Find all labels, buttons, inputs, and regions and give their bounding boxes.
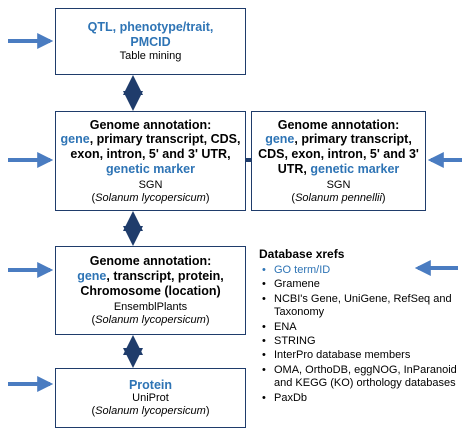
xref-item: Gramene (259, 278, 459, 292)
sgn-lycopersicum-source: SGN (138, 178, 163, 191)
ensembl-species: Solanum lycopersicum (95, 313, 206, 326)
protein-species: Solanum lycopersicum (95, 405, 206, 418)
protein-box: Protein UniProt (Solanum lycopersicum) (55, 368, 246, 428)
sgn-lycopersicum-gene: gene (60, 132, 90, 147)
qtl-title: QTL, phenotype/trait, PMCID (87, 19, 214, 49)
sgn-pennellii-species: Solanum pennellii (295, 191, 382, 204)
ensembl-title: Genome annotation: gene, transcript, pro… (60, 254, 242, 298)
ensembl-box: Genome annotation: gene, transcript, pro… (55, 246, 246, 335)
sgn-pennellii-box: Genome annotation: gene, primary transcr… (251, 111, 426, 211)
sgn-lycopersicum-marker: genetic marker (106, 161, 195, 176)
qtl-box: QTL, phenotype/trait, PMCID Table mining (55, 8, 246, 75)
sgn-pennellii-source: SGN (326, 178, 351, 191)
protein-title: Protein (128, 377, 173, 392)
ensembl-rest: , transcript, protein, Chromosome (locat… (80, 269, 224, 298)
sgn-pennellii-title: Genome annotation: gene, primary transcr… (254, 118, 424, 177)
sgn-lycopersicum-species: Solanum lycopersicum (95, 191, 206, 204)
xref-item: OMA, OrthoDB, eggNOG, InParanoid and KEG… (259, 364, 459, 391)
ensembl-prefix: Genome annotation: (89, 254, 212, 269)
qtl-subtitle: Table mining (119, 50, 182, 63)
sgn-pennellii-marker: genetic marker (310, 161, 400, 176)
sgn-pennellii-middle: , primary transcript, CDS, exon, intron,… (258, 132, 419, 176)
protein-source: UniProt (132, 392, 169, 405)
sgn-lycopersicum-box: Genome annotation: gene, primary transcr… (55, 111, 246, 211)
sgn-lycopersicum-title: Genome annotation: gene, primary transcr… (60, 118, 242, 177)
xref-item: STRING (259, 335, 459, 349)
xref-item: GO term/ID (259, 264, 459, 278)
ensembl-source: EnsemblPlants (113, 300, 188, 313)
database-xrefs-heading: Database xrefs (259, 247, 345, 261)
database-xrefs: Database xrefs GO term/ID Gramene NCBI's… (259, 247, 459, 406)
sgn-lycopersicum-prefix: Genome annotation: (89, 117, 212, 132)
xref-item: ENA (259, 321, 459, 335)
ensembl-gene: gene (77, 269, 107, 284)
sgn-lycopersicum-middle: , primary transcript, CDS, exon, intron,… (70, 132, 241, 162)
sgn-pennellii-prefix: Genome annotation: (277, 117, 400, 132)
xref-item: InterPro database members (259, 349, 459, 363)
xref-item: NCBI's Gene, UniGene, RefSeq and Taxonom… (259, 293, 459, 320)
xref-item: PaxDb (259, 392, 459, 406)
sgn-pennellii-gene: gene (265, 132, 295, 147)
database-xrefs-list: GO term/ID Gramene NCBI's Gene, UniGene,… (259, 264, 459, 405)
